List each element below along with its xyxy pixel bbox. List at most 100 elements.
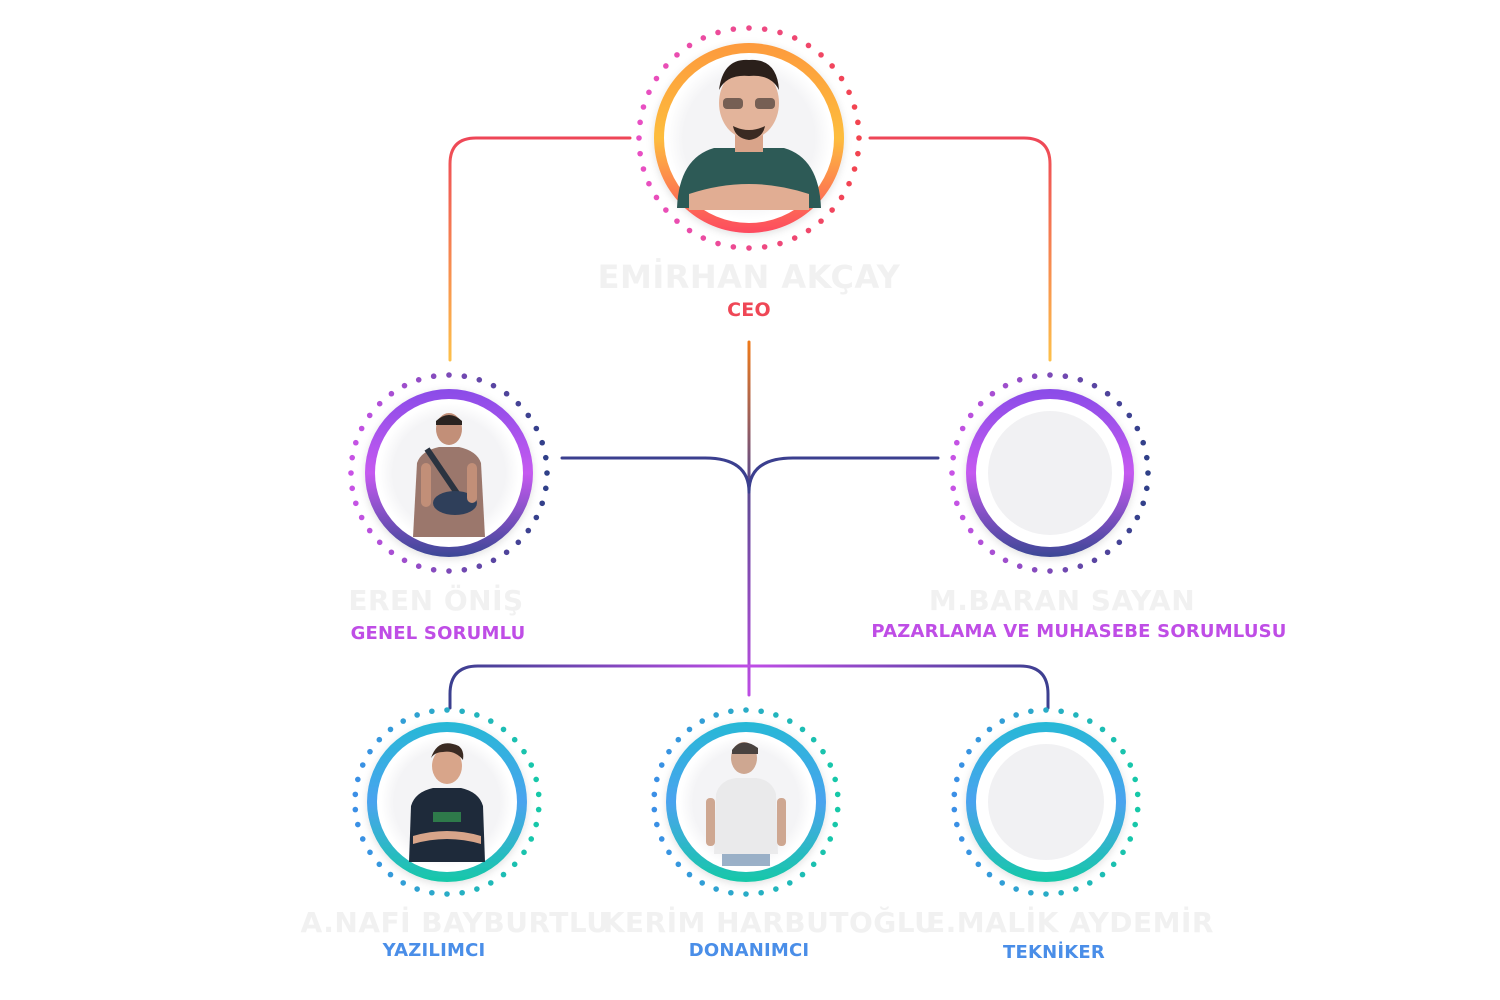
ring-dot — [358, 425, 365, 432]
ring-dot — [728, 708, 734, 715]
ring-dot — [430, 566, 437, 573]
ring-dot — [834, 791, 841, 798]
ring-dot — [1134, 791, 1141, 798]
node-eren — [348, 372, 550, 574]
ring-dot — [954, 500, 960, 507]
ring-dot — [474, 886, 480, 892]
ring-dot — [1016, 563, 1023, 569]
ring-dot — [950, 485, 957, 492]
connector-ceo-to-baran — [868, 136, 1052, 362]
ring-dot — [1116, 539, 1123, 546]
kerim-role: DONANIMCI — [688, 940, 810, 961]
ring-dot — [533, 425, 540, 432]
ring-dot — [730, 26, 737, 32]
ring-dot — [743, 891, 749, 897]
ring-dot — [700, 235, 707, 241]
ring-dot — [521, 849, 527, 856]
ring-dot — [446, 568, 452, 574]
ceo-role: CEO — [727, 299, 771, 321]
ring-dot — [1091, 557, 1098, 564]
ring-dot — [999, 718, 1006, 724]
node-malik — [951, 707, 1141, 897]
ring-dot — [666, 849, 672, 856]
ring-dot — [761, 244, 768, 250]
ring-dot — [805, 42, 812, 49]
ring-dot — [989, 390, 996, 397]
ring-dot — [444, 891, 450, 897]
ring-dot — [525, 527, 532, 534]
ring-dot — [503, 390, 510, 397]
malik-avatar — [988, 744, 1104, 860]
ring-dot — [951, 791, 958, 798]
ring-dot — [353, 500, 359, 507]
ring-dot — [1073, 712, 1079, 718]
ring-dot — [975, 861, 982, 868]
ring-dot — [728, 889, 734, 896]
nafi-photo — [409, 743, 485, 862]
ring-dot — [1058, 708, 1064, 715]
ring-dot — [686, 42, 693, 49]
ring-dot — [855, 119, 861, 126]
ring-dot — [444, 707, 450, 713]
ring-dot — [675, 861, 682, 868]
ring-dot — [490, 557, 497, 564]
ring-dot — [367, 849, 373, 856]
ring-dot — [1086, 718, 1093, 724]
ring-dot — [967, 527, 974, 534]
connector-ceo-to-eren — [448, 136, 632, 362]
ring-dot — [533, 776, 539, 783]
ring-dot — [401, 557, 408, 564]
ring-dot — [1120, 849, 1126, 856]
ring-dot — [1127, 836, 1134, 842]
ring-dot — [539, 439, 545, 446]
ring-dot — [429, 708, 435, 715]
ring-dot — [542, 485, 549, 492]
ring-dot — [958, 762, 965, 768]
ring-dot — [986, 726, 993, 733]
ring-dot — [387, 871, 394, 878]
ring-dot — [366, 527, 373, 534]
ring-dot — [646, 89, 652, 96]
ring-dot — [777, 29, 783, 36]
dots-ring — [651, 707, 841, 897]
ring-dot — [954, 821, 960, 828]
ring-dot — [429, 889, 435, 896]
ring-dot — [415, 563, 422, 569]
ring-dot — [640, 104, 647, 110]
ring-dot — [856, 135, 862, 141]
ring-dot — [699, 880, 706, 886]
ring-dot — [487, 718, 494, 724]
ring-dot — [1134, 514, 1141, 521]
ring-dot — [1126, 412, 1133, 419]
ring-dot — [1132, 821, 1138, 828]
ring-dot — [1143, 454, 1150, 461]
ring-dot — [521, 748, 527, 755]
ring-dot — [1099, 726, 1106, 733]
ring-dot — [1143, 485, 1150, 492]
ring-dot — [1058, 889, 1064, 896]
ring-dot — [791, 35, 798, 41]
ring-dot — [1145, 470, 1151, 476]
ring-dot — [810, 736, 817, 743]
ring-dot — [1002, 557, 1009, 564]
ring-dot — [758, 889, 764, 896]
ring-dot — [666, 748, 672, 755]
ring-dot — [799, 726, 806, 733]
ring-dot — [487, 880, 494, 886]
dots-ring — [352, 707, 542, 897]
ring-dot — [674, 52, 680, 58]
dots-ring — [951, 707, 1141, 897]
ring-dot — [474, 712, 480, 718]
ring-dot — [400, 880, 407, 886]
node-nafi — [352, 707, 542, 897]
nafi-name: A.NAFİ BAYBURTLU — [300, 906, 610, 939]
ring-dot — [355, 776, 361, 783]
ring-dot — [353, 439, 359, 446]
connector-mid-left — [560, 456, 751, 494]
ring-dot — [838, 194, 845, 201]
ring-dot — [1104, 549, 1111, 556]
ring-dot — [414, 712, 420, 718]
ring-dot — [511, 861, 518, 868]
ring-dot — [1132, 776, 1138, 783]
ring-dot — [799, 871, 806, 878]
